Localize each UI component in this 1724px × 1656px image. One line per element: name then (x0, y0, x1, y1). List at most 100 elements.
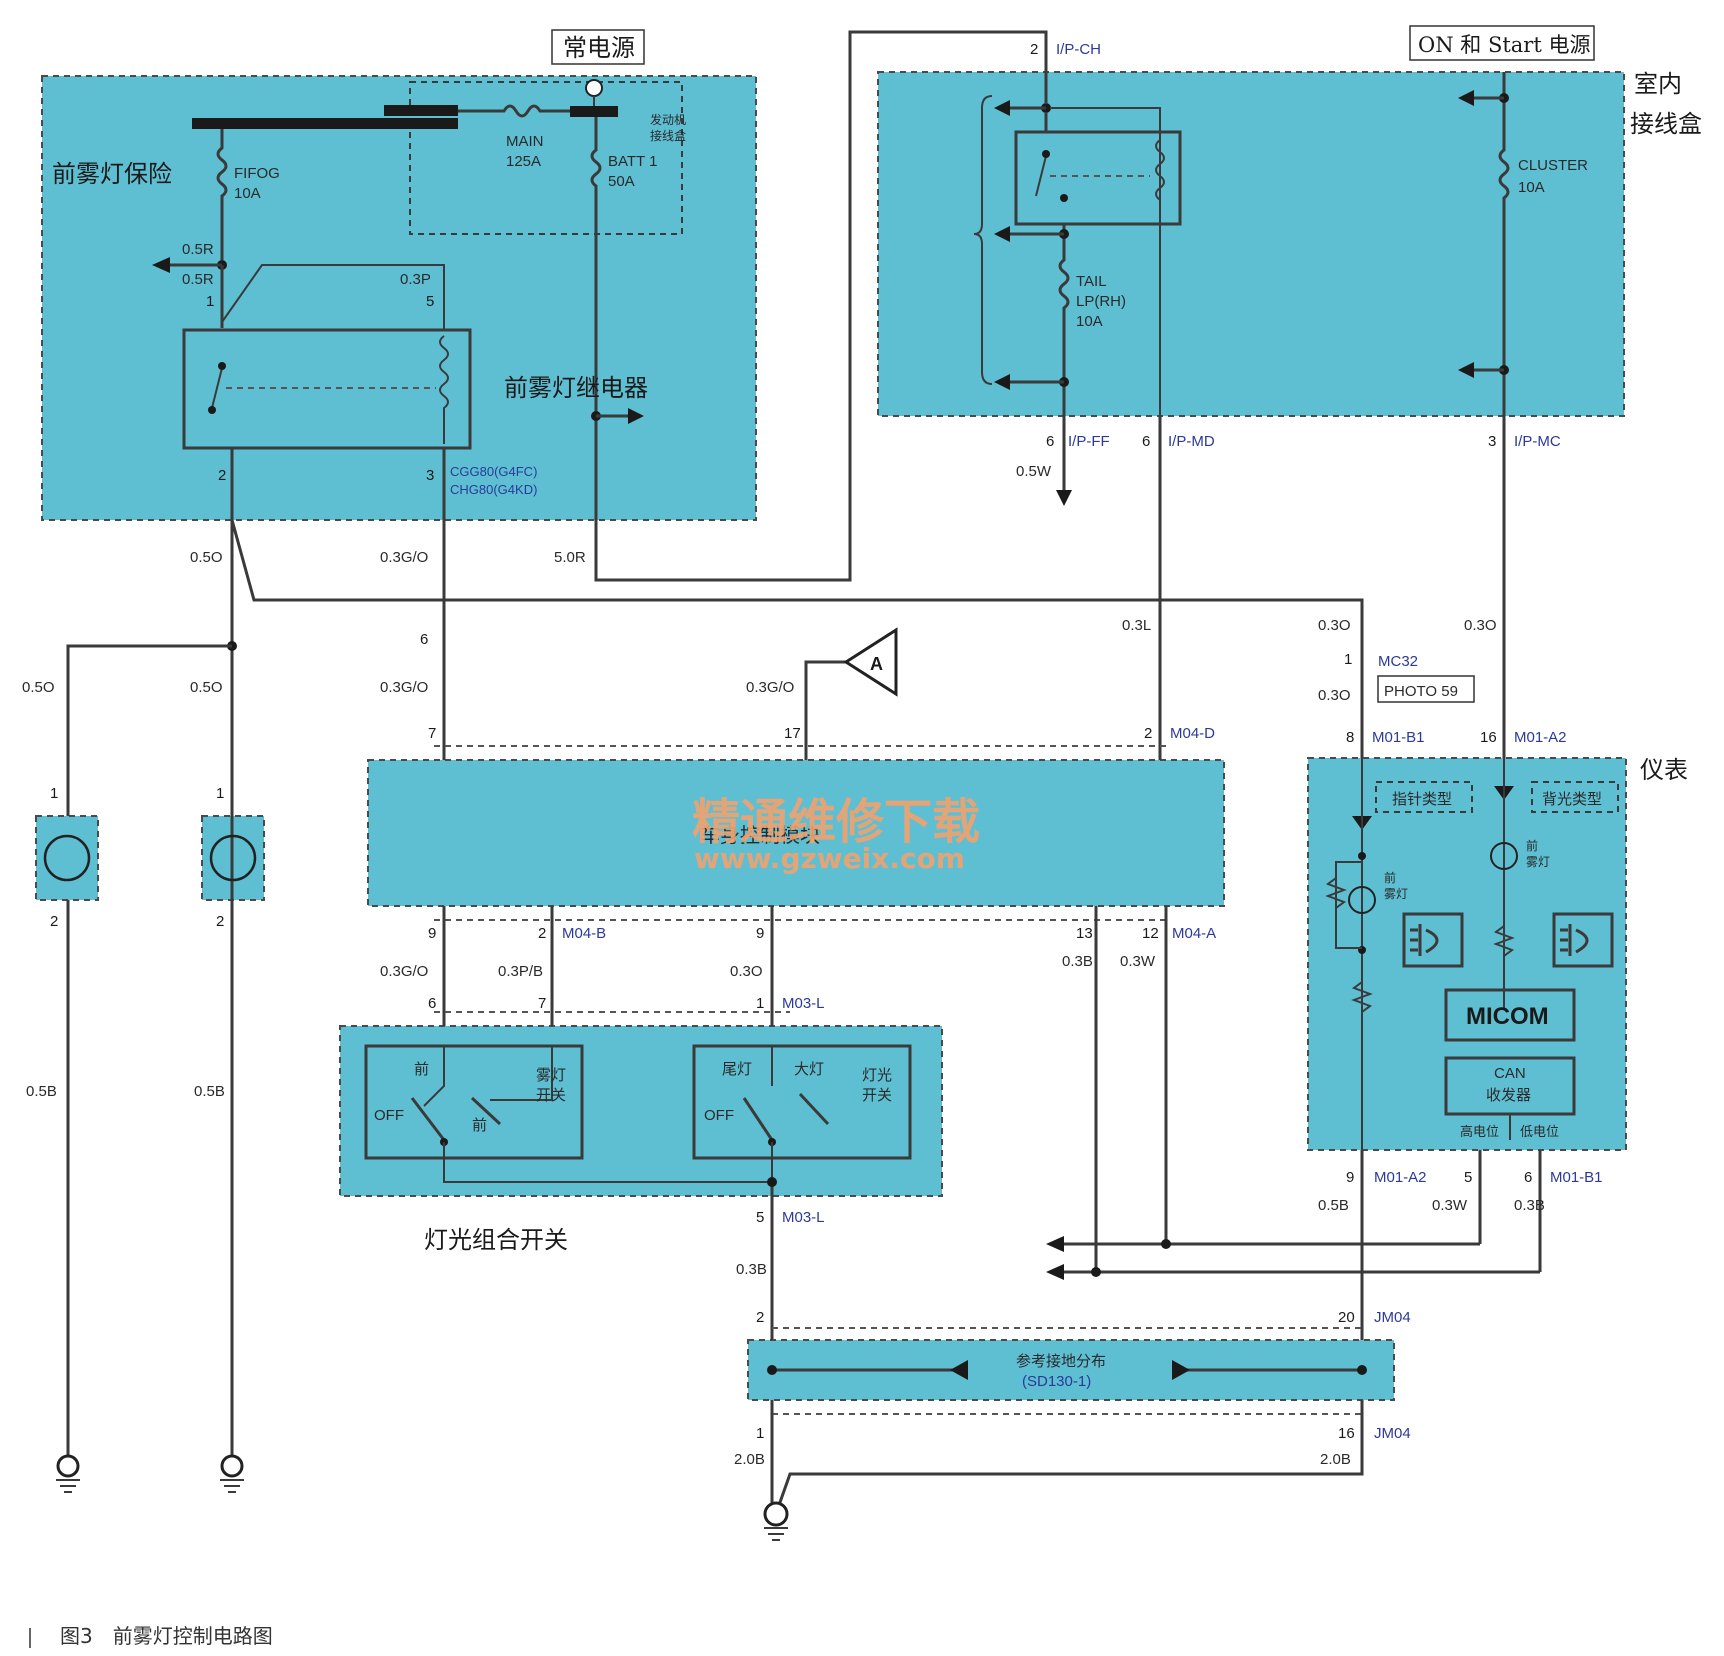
main-fuse (458, 104, 570, 118)
fog-lamp-right (209, 834, 257, 882)
batt-to-ipch-wire (594, 30, 1048, 582)
cluster-indicator-a (1348, 886, 1376, 914)
fifog-fuse (216, 129, 228, 260)
fog-switch-label-1: 雾灯 (536, 1067, 566, 1084)
main-fuse-label: MAIN (506, 133, 544, 150)
wire-03b-b: 0.3B (1514, 1197, 1545, 1214)
ground-left (56, 1454, 80, 1478)
light-switch (692, 1044, 912, 1160)
conn-m04d: M04-D (1170, 725, 1215, 742)
pin-jm-2: 2 (756, 1309, 764, 1326)
pin-bcm-9a: 9 (428, 925, 436, 942)
pin-sw-5: 5 (756, 1209, 764, 1226)
light-switch-off: OFF (704, 1107, 734, 1124)
busbar-left (192, 118, 458, 129)
wire-03l: 0.3L (1122, 617, 1151, 634)
pin-m01-6: 6 (1524, 1169, 1532, 1186)
micom-label: MICOM (1466, 1003, 1549, 1030)
watermark-text: 精通维修下载 (692, 794, 980, 850)
cluster-indicator-b (1490, 842, 1518, 870)
engine-box-label-1: 发动机 (650, 112, 686, 127)
engine-box-label-2: 接线盒 (650, 128, 686, 143)
wire-20b-b: 2.0B (1320, 1451, 1351, 1468)
body-control-module (367, 759, 1225, 907)
conn-m03l-a: M03-L (782, 995, 825, 1012)
fog-switch (364, 1044, 584, 1160)
wire-03p: 0.3P (400, 271, 431, 288)
ground-left-symbol (56, 1479, 80, 1493)
conn-ipmc: I/P-MC (1514, 433, 1561, 450)
can-low-arrow (1046, 1264, 1064, 1280)
headlamp-icon-a (1402, 912, 1464, 968)
body-module-label: 车身控制模块 (700, 824, 820, 847)
batt-fuse (590, 117, 602, 240)
cluster-label: 仪表 (1640, 756, 1688, 784)
on-start-power-tag (1409, 25, 1595, 61)
cluster-fuse-label: CLUSTER (1518, 157, 1588, 174)
wire-03w-b: 0.3W (1432, 1197, 1468, 1214)
fog-switch-front-2: 前 (472, 1117, 487, 1134)
can-high-label: 高电位 (1460, 1124, 1499, 1139)
tail-ground-arrow (1056, 490, 1072, 506)
batt-fuse-rating: 50A (608, 173, 635, 190)
fifog-rating: 10A (234, 185, 261, 202)
on-start-power-label: ON 和 Start 电源 (1418, 33, 1590, 57)
wire-03o-a: 0.3O (1318, 617, 1351, 634)
indoor-box-label-2: 接线盒 (1630, 110, 1702, 138)
tail-fuse-rating: 10A (1076, 313, 1103, 330)
photo-tag (1377, 675, 1475, 703)
can-high-arrow (1046, 1236, 1064, 1252)
switch-ground-junction (767, 1177, 777, 1187)
conn-mc32: MC32 (1378, 653, 1418, 670)
can-label: CAN (1494, 1065, 1526, 1082)
wire-05r-a: 0.5R (182, 241, 214, 258)
headlamp-glyph-b (1560, 924, 1589, 956)
pin-ipmd: 6 (1142, 433, 1150, 450)
pin-ipch: 2 (1030, 41, 1038, 58)
cluster-type-b-label: 背光类型 (1542, 791, 1602, 808)
fog-switch-off: OFF (374, 1107, 404, 1124)
wire-03go-a: 0.3G/O (380, 549, 428, 566)
pin-m04d: 2 (1144, 725, 1152, 742)
pin-lamp-r-1: 1 (216, 785, 224, 802)
fog-lamp-left (43, 834, 91, 882)
conn-cgg80: CGG80(G4FC) (450, 464, 537, 479)
ground-main-wire-right (776, 1400, 1364, 1509)
wire-03b-a: 0.3B (1062, 953, 1093, 970)
light-switch-head: 大灯 (794, 1061, 824, 1078)
conn-photo: PHOTO 59 (1384, 683, 1458, 700)
light-switch-label-1: 灯光 (862, 1067, 892, 1084)
can-high-junction (1161, 1239, 1171, 1249)
left-fog-feed (66, 644, 232, 816)
indoor-relay-feed (1046, 107, 1161, 416)
pin-ipff: 6 (1046, 433, 1054, 450)
pin-jm-16: 16 (1338, 1425, 1355, 1442)
fog-switch-front: 前 (414, 1061, 429, 1078)
can-transceiver-label: 收发器 (1486, 1087, 1531, 1104)
ground-right (220, 1454, 244, 1478)
pin-relay-2: 2 (218, 467, 226, 484)
wire-05r-b: 0.5R (182, 271, 214, 288)
light-switch-tail: 尾灯 (722, 1061, 752, 1078)
marker-a-label: A (870, 654, 883, 674)
ground-right-symbol (220, 1479, 244, 1493)
bcm-pin17-wire (804, 660, 846, 760)
pin-relay-3: 3 (426, 467, 434, 484)
wire-05o-a: 0.5O (190, 549, 223, 566)
relay-contact-dot-a (218, 362, 226, 370)
pin-m01a2: 16 (1480, 729, 1497, 746)
pin-sw-1: 1 (756, 995, 764, 1012)
fog-switch-label-2: 开关 (536, 1087, 566, 1104)
cluster-type-a (1375, 781, 1473, 813)
batt-branch-arrow (628, 408, 644, 424)
conn-m04b: M04-B (562, 925, 606, 942)
cluster-fuse-rating: 10A (1518, 179, 1545, 196)
pin-m04b: 2 (538, 925, 546, 942)
switch-common (443, 1142, 773, 1183)
tail-arrow-b (994, 226, 1010, 242)
pin-bcm-9b: 9 (756, 925, 764, 942)
tail-brace (973, 95, 993, 385)
cluster-indicator-b-2: 雾灯 (1526, 855, 1550, 869)
pin-bcm-17: 17 (784, 725, 801, 742)
